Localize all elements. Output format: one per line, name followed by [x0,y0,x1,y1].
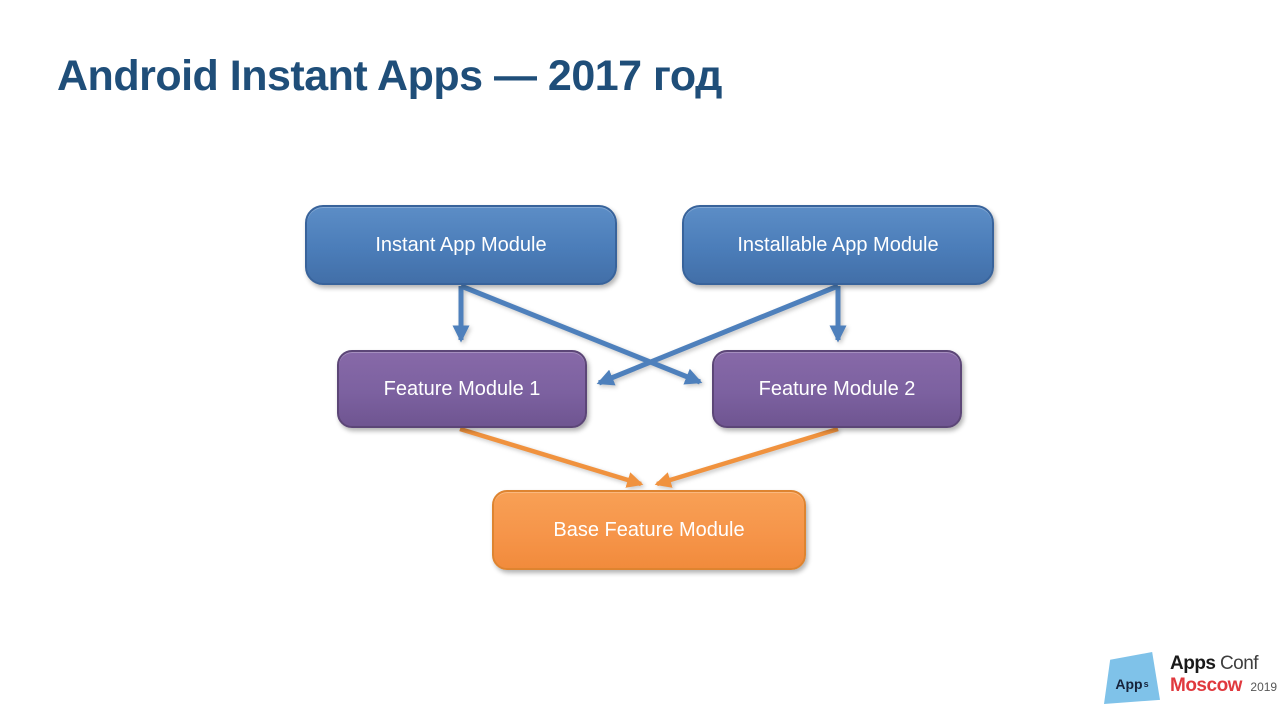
arrow-feature2-to-base [654,426,839,488]
node-feature-module-2-label: Feature Module 2 [758,377,916,400]
appsconf-city: Moscow [1170,675,1242,696]
appsconf-name-line: Apps Conf [1170,653,1277,675]
node-feature-module-1: Feature Module 1 [337,350,587,428]
appsconf-wordmark: Apps Conf Moscow 2019 [1170,653,1277,698]
appsconf-city-line: Moscow 2019 [1170,675,1277,698]
appsconf-name-bold: Apps [1170,653,1216,674]
appsconf-year: 2019 [1250,680,1278,694]
node-instant-app-module-label: Instant App Module [375,233,547,256]
slide-title: Android Instant Apps — 2017 год [57,52,722,100]
node-feature-module-1-label: Feature Module 1 [383,377,541,400]
appsconf-badge-label: App [1115,676,1143,692]
arrow-feature1-to-base [459,426,644,488]
appsconf-name-regular: Conf [1219,653,1259,674]
node-feature-module-2: Feature Module 2 [712,350,962,428]
appsconf-badge-superscript: s [1143,679,1149,689]
node-base-feature-module-label: Base Feature Module [553,518,745,541]
node-installable-app-module: Installable App Module [682,205,994,285]
node-installable-app-module-label: Installable App Module [737,233,939,256]
node-base-feature-module: Base Feature Module [492,490,806,570]
node-instant-app-module: Instant App Module [305,205,617,285]
